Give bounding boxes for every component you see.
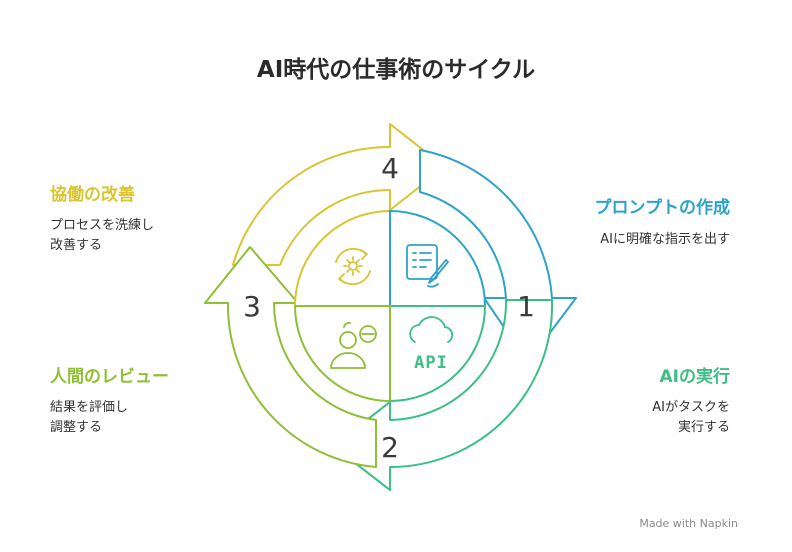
napkin-watermark: Made with Napkin xyxy=(639,517,738,530)
ai-cloud-api-icon: API xyxy=(409,316,454,373)
step-label-2: AIの実行 xyxy=(659,367,730,387)
prompt-writing-icon xyxy=(406,244,449,288)
step-number-1: 1 xyxy=(517,290,535,323)
step-description-2: AIがタスクを 実行する xyxy=(652,400,730,435)
refine-cycle-icon xyxy=(335,247,371,286)
step-label-1: プロンプトの作成 xyxy=(594,198,731,218)
step-number-3: 3 xyxy=(243,290,261,323)
arrow-step-3 xyxy=(204,246,377,468)
step-description-4: プロセスを洗練し 改善する xyxy=(50,218,155,253)
api-text: API xyxy=(414,353,448,373)
arrow-step-2 xyxy=(332,299,554,491)
quadrant-step-4 xyxy=(293,209,391,307)
step-description-1: AIに明確な指示を出す xyxy=(600,232,730,247)
step-number-4: 4 xyxy=(381,152,399,185)
step-label-3: 人間のレビュー xyxy=(50,367,169,387)
step-number-2: 2 xyxy=(381,431,399,464)
page-title: AI時代の仕事術のサイクル xyxy=(256,57,536,83)
human-review-icon xyxy=(330,322,377,369)
arrow-step-4 xyxy=(232,123,446,266)
quadrant-step-2 xyxy=(389,305,487,403)
step-description-3: 結果を評価し 調整する xyxy=(50,400,129,435)
step-label-4: 協働の改善 xyxy=(50,185,135,205)
